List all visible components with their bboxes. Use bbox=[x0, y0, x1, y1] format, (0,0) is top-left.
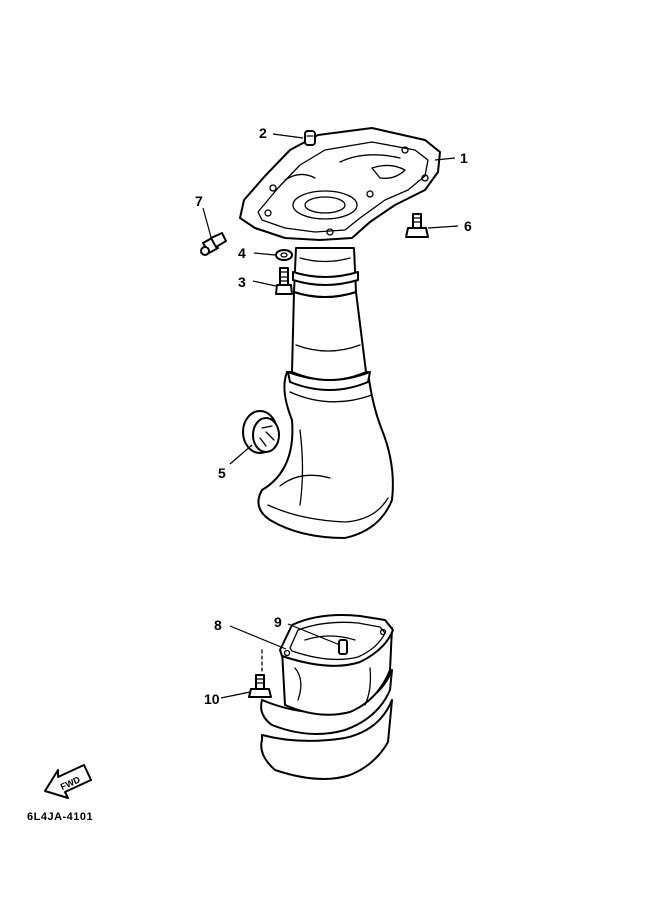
leader-lines bbox=[202, 133, 459, 699]
upper-casing-part-1[interactable] bbox=[257, 247, 394, 539]
bolt-part-10[interactable] bbox=[248, 649, 272, 698]
upper-casing-assembly bbox=[200, 127, 441, 539]
dowel-pin-part-2[interactable] bbox=[304, 130, 316, 146]
callout-6: 6 bbox=[464, 218, 472, 234]
callout-2: 2 bbox=[259, 125, 267, 141]
dowel-pin-part-9[interactable] bbox=[338, 639, 348, 655]
lower-casing-assembly bbox=[248, 614, 394, 780]
bolt-part-6[interactable] bbox=[405, 213, 429, 238]
diagram-reference-code: 6L4JA-4101 bbox=[27, 811, 93, 823]
forward-direction-arrow: FWD bbox=[44, 764, 92, 799]
callout-5: 5 bbox=[218, 465, 226, 481]
callout-8: 8 bbox=[214, 617, 222, 633]
callout-9: 9 bbox=[274, 614, 282, 630]
callout-4: 4 bbox=[238, 245, 246, 261]
lower-casing-part-8[interactable] bbox=[260, 614, 394, 780]
callout-7: 7 bbox=[195, 193, 203, 209]
callout-10: 10 bbox=[204, 691, 220, 707]
callout-3: 3 bbox=[238, 274, 246, 290]
washer-part-4[interactable] bbox=[275, 249, 293, 261]
callout-1: 1 bbox=[460, 150, 468, 166]
callout-labels: 2 1 7 6 4 3 5 8 9 10 bbox=[195, 125, 472, 707]
grommet-part-5[interactable] bbox=[242, 410, 280, 454]
grease-nipple-part-7[interactable] bbox=[200, 232, 227, 256]
upper-mounting-plate[interactable] bbox=[239, 127, 441, 241]
bolt-part-3[interactable] bbox=[275, 267, 293, 295]
